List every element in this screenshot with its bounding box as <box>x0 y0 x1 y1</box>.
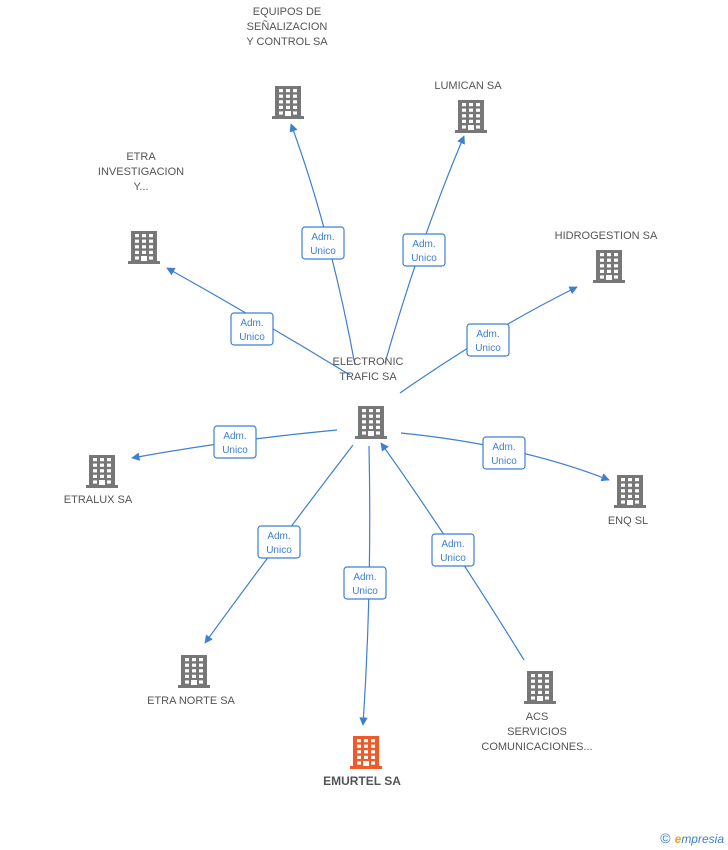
brand-name: mpresia <box>681 832 724 846</box>
role-badge-etra_norte[interactable]: Adm.Unico <box>257 525 301 559</box>
edge-equipos: Adm.Unico <box>289 123 356 366</box>
node-lumican[interactable]: LUMICAN SA <box>434 80 502 133</box>
role-badge-text: Adm.Unico <box>411 239 437 264</box>
role-badge-text: Adm.Unico <box>310 232 336 257</box>
building-icon <box>128 231 160 264</box>
role-badge-etra_inv[interactable]: Adm.Unico <box>230 312 274 346</box>
role-badge-text: Adm.Unico <box>440 539 466 564</box>
building-icon <box>178 655 210 688</box>
edge-emurtel: Adm.Unico <box>343 445 387 726</box>
edge-etra_inv: Adm.Unico <box>166 267 351 376</box>
role-badge-text: Adm.Unico <box>491 442 517 467</box>
role-badge-acs[interactable]: Adm.Unico <box>431 533 475 567</box>
role-badge-text: Adm.Unico <box>352 572 378 597</box>
edge-lumican: Adm.Unico <box>384 135 465 364</box>
building-icon <box>524 671 556 704</box>
role-badge-lumican[interactable]: Adm.Unico <box>402 233 446 267</box>
building-icon <box>86 455 118 488</box>
node-emurtel[interactable]: EMURTEL SA <box>323 736 401 788</box>
node-label-hidrogestion: HIDROGESTION SA <box>555 230 658 242</box>
building-icon <box>593 250 625 283</box>
building-icon <box>350 736 382 769</box>
edge-hidrogestion: Adm.Unico <box>399 286 578 394</box>
role-badge-text: Adm.Unico <box>475 329 501 354</box>
building-icon <box>455 100 487 133</box>
edge-etralux: Adm.Unico <box>131 425 338 461</box>
edge-acs: Adm.Unico <box>380 442 525 661</box>
role-badge-equipos[interactable]: Adm.Unico <box>301 226 345 260</box>
edge-etra_norte: Adm.Unico <box>204 444 354 644</box>
node-hidrogestion[interactable]: HIDROGESTION SA <box>555 230 658 283</box>
node-label-lumican: LUMICAN SA <box>434 80 502 92</box>
role-badge-text: Adm.Unico <box>266 531 292 556</box>
node-label-emurtel: EMURTEL SA <box>323 774 401 788</box>
node-label-etralux: ETRALUX SA <box>64 494 133 506</box>
edge-enq: Adm.Unico <box>400 432 610 482</box>
role-badge-text: Adm.Unico <box>222 431 248 456</box>
role-badge-text: Adm.Unico <box>239 318 265 343</box>
brand-logo-e: e <box>674 832 682 846</box>
building-icon <box>355 406 387 439</box>
node-enq[interactable]: ENQ SL <box>608 475 648 527</box>
node-etra_norte[interactable]: ETRA NORTE SA <box>147 655 236 707</box>
building-icon <box>614 475 646 508</box>
node-label-etra_norte: ETRA NORTE SA <box>147 695 235 707</box>
role-badge-enq[interactable]: Adm.Unico <box>482 436 526 470</box>
building-icon <box>272 86 304 119</box>
role-badge-etralux[interactable]: Adm.Unico <box>213 425 257 459</box>
node-etralux[interactable]: ETRALUX SA <box>64 455 133 506</box>
copyright-icon: © <box>660 830 671 846</box>
node-label-enq: ENQ SL <box>608 515 648 527</box>
footer-brand: ©empresia <box>660 830 724 846</box>
role-badge-emurtel[interactable]: Adm.Unico <box>343 566 387 600</box>
role-badge-hidrogestion[interactable]: Adm.Unico <box>466 323 510 357</box>
